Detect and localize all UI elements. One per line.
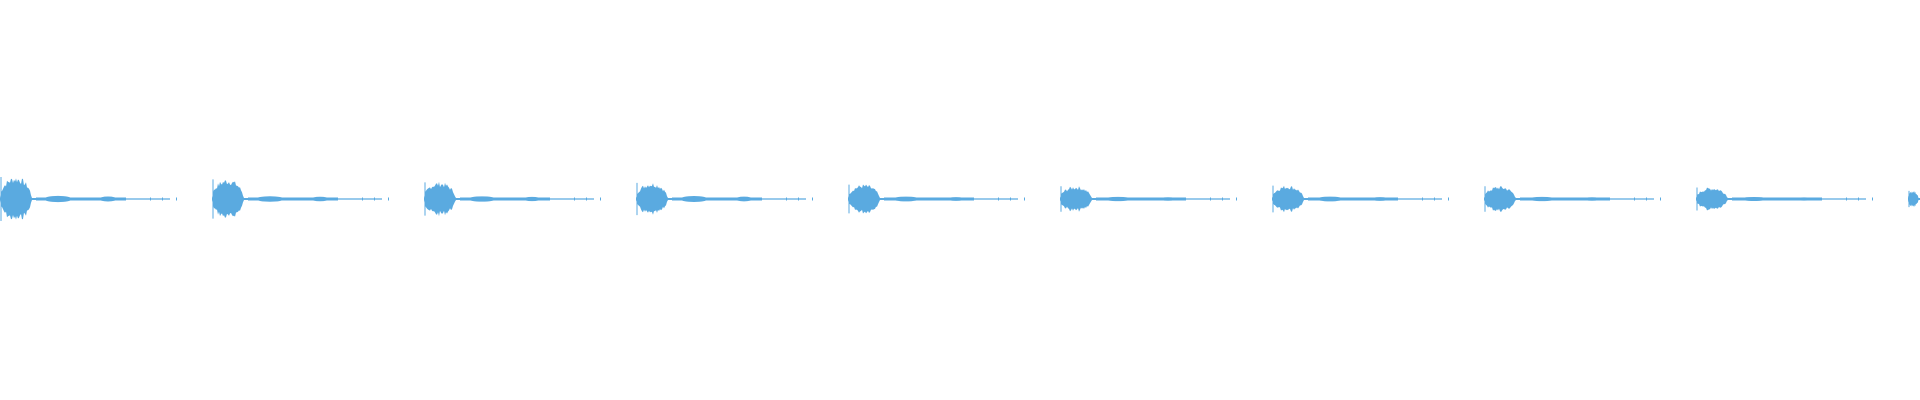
waveform-speck (1422, 197, 1423, 201)
waveform-clip[interactable] (212, 179, 389, 219)
waveform-clip[interactable] (424, 181, 601, 217)
waveform-speck (600, 197, 601, 201)
waveform-burst (0, 178, 36, 220)
waveform-burst (1060, 186, 1096, 212)
waveform-burst (212, 180, 248, 218)
waveform-tail-segment (1520, 197, 1610, 201)
waveform-burst (424, 181, 460, 217)
waveform-tail-segment (884, 197, 974, 201)
waveform-clip[interactable] (848, 184, 1025, 214)
waveform-burst (636, 183, 672, 215)
waveform-speck (162, 197, 163, 201)
waveform-speck (1646, 197, 1647, 201)
waveform-clip[interactable] (0, 177, 177, 221)
waveform-speck (374, 197, 375, 201)
waveform-clip[interactable] (636, 182, 813, 216)
waveform-speck (998, 197, 999, 201)
waveform-speck (586, 197, 587, 201)
waveform-speck (150, 197, 151, 201)
waveform-speck (1010, 197, 1011, 201)
waveform-clips (0, 177, 1920, 221)
waveform-tail-segment (1096, 197, 1186, 201)
waveform-burst (1484, 185, 1520, 213)
waveform-clip[interactable] (1696, 187, 1873, 211)
waveform-speck (1236, 197, 1237, 201)
waveform-speck (1872, 197, 1873, 201)
waveform-speck (1448, 197, 1449, 201)
waveform-burst (1908, 190, 1920, 208)
waveform-speck (1222, 197, 1223, 201)
waveform-speck (388, 197, 389, 201)
waveform-tail-segment (36, 197, 126, 201)
waveform-speck (176, 197, 177, 201)
waveform-speck (1210, 197, 1211, 201)
waveform-speck (798, 197, 799, 201)
waveform-speck (1634, 197, 1635, 201)
waveform-speck (1024, 197, 1025, 201)
waveform-burst (1696, 187, 1732, 211)
waveform-speck (786, 197, 787, 201)
waveform-clip[interactable] (1908, 190, 1920, 208)
waveform-tail-segment (1308, 197, 1398, 201)
waveform-speck (574, 197, 575, 201)
waveform-tail-segment (1732, 197, 1822, 201)
waveform-speck (1434, 197, 1435, 201)
waveform-tail-segment (460, 197, 550, 201)
waveform-speck (1858, 197, 1859, 201)
waveform-burst (1272, 185, 1308, 213)
waveform-speck (1846, 197, 1847, 201)
waveform-clip[interactable] (1484, 185, 1661, 213)
waveform-speck (1660, 197, 1661, 201)
waveform-burst (848, 184, 884, 214)
waveform-clip[interactable] (1272, 185, 1449, 213)
waveform-clip[interactable] (1060, 186, 1237, 212)
waveform-speck (812, 197, 813, 201)
waveform-tail-segment (248, 197, 338, 201)
waveform-tail-segment (672, 197, 762, 201)
waveform-speck (362, 197, 363, 201)
